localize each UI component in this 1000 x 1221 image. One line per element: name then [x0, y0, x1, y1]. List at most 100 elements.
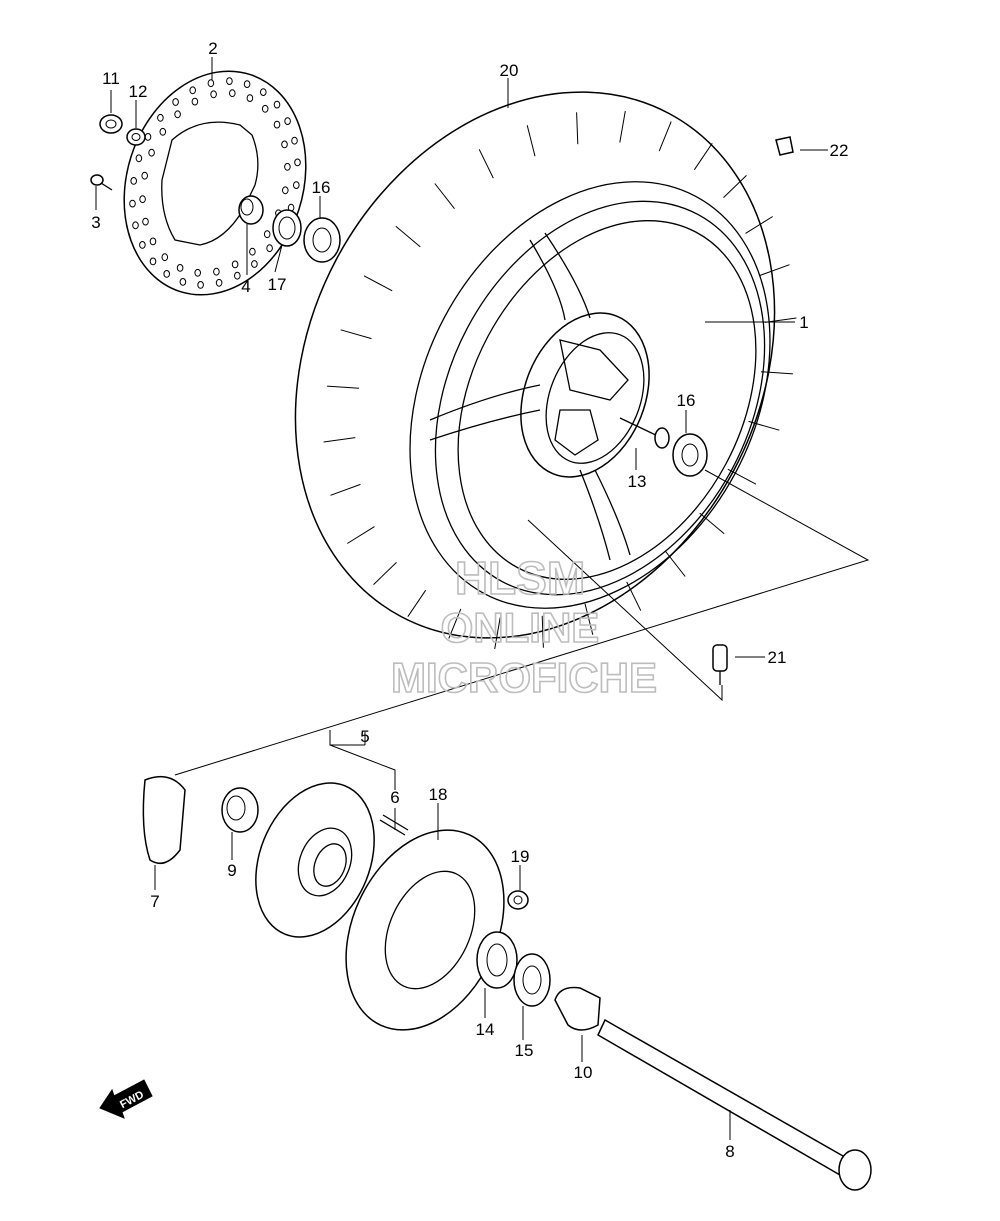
tread-groove	[658, 121, 672, 152]
disc-hole	[161, 253, 169, 262]
disc-hole	[135, 154, 143, 163]
disc-hole	[234, 271, 241, 280]
leader-lines	[95, 57, 828, 1140]
callout-14: 14	[476, 1020, 495, 1039]
disc-hole	[174, 110, 181, 119]
tread-groove	[347, 526, 375, 544]
callout-10: 10	[574, 1063, 593, 1082]
tread-groove	[340, 329, 372, 340]
watermark: HLSM ONLINE MICROFICHE	[390, 551, 658, 702]
balance-weight	[775, 136, 794, 156]
disc-hole	[197, 281, 204, 289]
disc-hole	[129, 199, 136, 208]
tread-groove	[330, 483, 361, 496]
tread-groove	[760, 371, 793, 375]
callout-16-upper: 16	[312, 178, 331, 197]
tread-groove	[723, 175, 747, 198]
disc-hole	[284, 117, 291, 125]
disc-hole	[282, 186, 289, 195]
disc-hole	[293, 181, 300, 190]
callout-20: 20	[500, 61, 519, 80]
tread-groove	[665, 550, 686, 577]
tread-groove	[478, 149, 494, 179]
disc-hole	[215, 278, 223, 287]
callout-4: 4	[241, 277, 250, 296]
disc-hole	[130, 177, 137, 185]
tread-groove	[699, 512, 725, 535]
tread-groove	[448, 608, 462, 639]
disc-hole	[246, 94, 254, 102]
callout-22: 22	[830, 141, 849, 160]
disc-hole	[207, 79, 215, 88]
tire-valve	[712, 644, 728, 685]
disc-hole	[194, 268, 201, 277]
oil-seal	[272, 209, 302, 247]
disc-hole	[149, 237, 157, 246]
tread-groove	[323, 437, 356, 443]
tread-groove	[748, 420, 780, 431]
disc-hole	[226, 77, 233, 85]
callout-11: 11	[102, 69, 120, 88]
disc-hole	[179, 278, 187, 286]
hub-bearing	[476, 931, 518, 989]
tread-groove	[363, 275, 393, 292]
fwd-arrow-icon: FWD	[99, 1079, 153, 1119]
tread-groove	[727, 468, 757, 485]
disc-hole	[260, 88, 267, 96]
disc-nut	[99, 114, 123, 134]
tread-groove	[619, 110, 626, 143]
callout-21: 21	[768, 648, 787, 667]
disc-hole	[281, 140, 288, 149]
callout-1: 1	[799, 313, 808, 332]
callout-5: 5	[360, 727, 369, 746]
watermark-line1: HLSM	[455, 552, 585, 604]
disc-hole	[263, 230, 271, 239]
tread-groove	[395, 225, 421, 248]
disc-hole	[261, 104, 269, 113]
callout-19: 19	[511, 847, 530, 866]
watermark-line2: ONLINE	[441, 604, 600, 651]
disc-hole	[251, 260, 258, 268]
brake-disc	[123, 70, 307, 296]
disc-hole	[163, 270, 170, 278]
tread-groove	[541, 615, 544, 648]
callout-7: 7	[150, 892, 159, 911]
disc-hole	[231, 260, 239, 269]
callout-18: 18	[429, 785, 448, 804]
tread-groove	[576, 112, 579, 145]
disc-hole	[141, 171, 148, 180]
disc-hole	[273, 100, 281, 109]
tread-groove	[526, 125, 536, 157]
disc-hole	[148, 148, 155, 157]
tread-groove	[626, 581, 642, 611]
disc-hole	[176, 264, 184, 272]
callout-9: 9	[227, 861, 236, 880]
hub-seal	[513, 953, 551, 1007]
disc-hole	[139, 241, 146, 249]
tread-groove	[759, 264, 790, 277]
callout-17: 17	[268, 275, 287, 294]
tread-groove	[407, 589, 427, 617]
tread-groove	[494, 617, 501, 650]
damper	[142, 775, 186, 865]
tread-groove	[584, 603, 594, 635]
disc-hole	[266, 244, 273, 253]
disc-bolt	[90, 174, 113, 191]
rear-axle	[597, 1018, 872, 1191]
disc-hole	[139, 195, 146, 204]
callout-15: 15	[515, 1041, 534, 1060]
disc-hole	[189, 86, 196, 95]
disc-hole	[243, 80, 251, 88]
disc-hole	[210, 90, 217, 99]
sprocket-spacer	[221, 787, 259, 833]
callout-3: 3	[91, 213, 100, 232]
tread-groove	[434, 183, 455, 210]
callout-13: 13	[628, 472, 647, 491]
callout-12: 12	[129, 82, 148, 101]
disc-hole	[213, 267, 220, 276]
watermark-line3: MICROFICHE	[391, 654, 657, 701]
tread-groove	[745, 216, 773, 234]
disc-hole	[291, 136, 298, 145]
